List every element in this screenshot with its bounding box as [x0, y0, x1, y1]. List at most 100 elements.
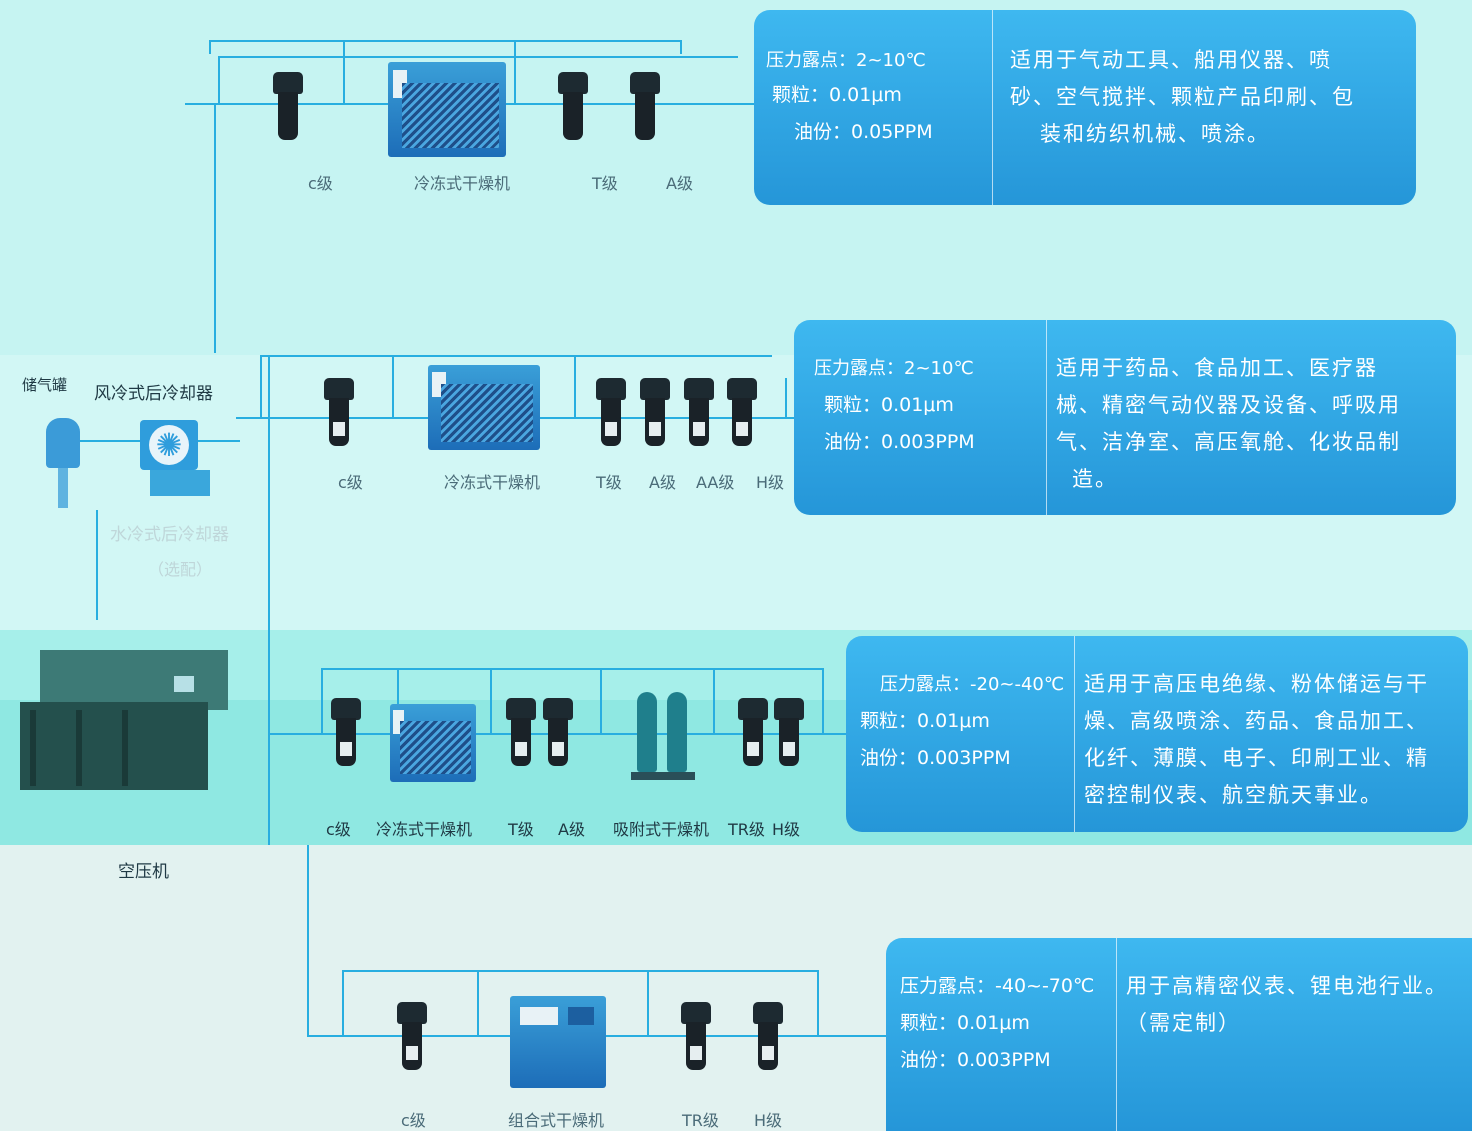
row4-combined-label: 组合式干燥机	[508, 1111, 605, 1130]
water-cooler-label: 水冷式后冷却器	[110, 525, 229, 545]
trunk-pipe-row4	[307, 845, 309, 1035]
fan-icon: ✺	[149, 425, 189, 465]
card4-description: 用于高精密仪表、锂电池行业。 （需定制）	[1126, 968, 1472, 1042]
air-tank	[46, 418, 80, 513]
row3-a-label: A级	[558, 820, 585, 839]
card1-oil: 油份：0.05PPM	[794, 121, 933, 143]
card3-desc-line2: 燥、高级喷涂、药品、食品加工、	[1084, 709, 1429, 733]
row4-tr-label: TR级	[682, 1111, 719, 1130]
card1-desc-line2: 砂、空气搅拌、颗粒产品印刷、包	[1010, 85, 1355, 109]
row4-bypass-left	[342, 970, 344, 1035]
row1-c-filter	[273, 72, 303, 144]
row3-bypass-left	[321, 668, 323, 733]
row4-bypass-right	[817, 970, 819, 1035]
row4-bypass-m2	[647, 970, 649, 1035]
row4-bypass-pipe	[342, 970, 818, 972]
row4-c-filter	[397, 1002, 427, 1074]
main-trunk-pipe	[214, 103, 216, 353]
spec-card-1: 压力露点：2~10℃ 颗粒：0.01μm 油份：0.05PPM 适用于气动工具、…	[754, 10, 1416, 205]
row1-refrigerated-dryer	[388, 62, 506, 157]
row2-bypass-pipe	[260, 355, 772, 357]
row3-bypass-m4	[713, 668, 715, 733]
row4-c-label: c级	[401, 1111, 426, 1130]
row1-bypass2-left	[218, 56, 220, 103]
row2-bypass-left	[260, 355, 262, 417]
row3-c-label: c级	[326, 820, 351, 839]
row2-c-filter	[324, 378, 354, 450]
row3-bypass-right	[822, 668, 824, 733]
row3-tr-filter	[738, 698, 768, 770]
air-tank-label: 储气罐	[22, 376, 68, 394]
row3-h-label: H级	[772, 820, 801, 839]
card3-desc-line3: 化纤、薄膜、电子、印刷工业、精	[1084, 746, 1429, 770]
card4-desc-line1: 用于高精密仪表、锂电池行业。	[1126, 974, 1448, 998]
row4-bypass-m1	[477, 970, 479, 1035]
row2-a-filter	[640, 378, 670, 450]
water-cooler-body	[150, 470, 210, 496]
row3-bypass-m2	[490, 668, 492, 733]
row1-c-label: c级	[308, 174, 333, 193]
card3-dew-point: 压力露点：-20~-40℃	[880, 674, 1065, 695]
row3-t-label: T级	[508, 820, 534, 839]
row1-bypass-pipe	[209, 40, 681, 42]
row2-t-label: T级	[596, 473, 622, 492]
card1-dew-point: 压力露点：2~10℃	[766, 50, 926, 71]
row3-c-filter	[331, 698, 361, 770]
row1-bypass2	[218, 56, 738, 58]
row3-adsorption-dryer	[631, 692, 695, 786]
row1-a-label: A级	[666, 174, 693, 193]
row2-bypass-right	[785, 378, 787, 417]
card2-dew-point: 压力露点：2~10℃	[814, 358, 974, 379]
row2-c-label: c级	[338, 473, 363, 492]
spec-card-3: 压力露点：-20~-40℃ 颗粒：0.01μm 油份：0.003PPM 适用于高…	[846, 636, 1468, 832]
row1-bypass2-mid2	[514, 42, 516, 103]
card2-particle: 颗粒：0.01μm	[824, 394, 954, 416]
card3-description: 适用于高压电绝缘、粉体储运与干 燥、高级喷涂、药品、食品加工、 化纤、薄膜、电子…	[1084, 666, 1464, 814]
row2-bypass-m2	[574, 355, 576, 417]
row1-bypass-left	[209, 40, 211, 54]
card3-particle: 颗粒：0.01μm	[860, 710, 990, 732]
card4-particle: 颗粒：0.01μm	[900, 1012, 1030, 1034]
spec-card-2: 压力露点：2~10℃ 颗粒：0.01μm 油份：0.003PPM 适用于药品、食…	[794, 320, 1456, 515]
row4-h-label: H级	[754, 1111, 783, 1130]
row3-t-filter	[506, 698, 536, 770]
card2-desc-line4: 造。	[1072, 467, 1118, 491]
row1-bypass2-mid1	[343, 42, 345, 103]
card1-desc-line3: 装和纺织机械、喷涂。	[1040, 122, 1270, 146]
row1-t-label: T级	[592, 174, 618, 193]
card3-oil: 油份：0.003PPM	[860, 747, 1011, 769]
card1-desc-line1: 适用于气动工具、船用仪器、喷	[1010, 48, 1332, 72]
row2-h-label: H级	[756, 473, 785, 492]
compressor-label: 空压机	[118, 862, 169, 882]
spec-card-4: 压力露点：-40~-70℃ 颗粒：0.01μm 油份：0.003PPM 用于高精…	[886, 938, 1472, 1131]
row2-t-filter	[596, 378, 626, 450]
row1-bypass-right	[680, 40, 682, 54]
card2-desc-line1: 适用于药品、食品加工、医疗器	[1056, 356, 1378, 380]
card2-description: 适用于药品、食品加工、医疗器 械、精密气动仪器及设备、呼吸用 气、洁净室、高压氧…	[1056, 350, 1450, 498]
air-compressor	[20, 650, 228, 790]
row3-bypass-m3	[600, 668, 602, 733]
row2-dryer-label: 冷冻式干燥机	[444, 473, 541, 492]
row2-h-filter	[727, 378, 757, 450]
row4-tr-filter	[681, 1002, 711, 1074]
row2-bypass-m1	[392, 355, 394, 417]
row3-dryer-label: 冷冻式干燥机	[376, 820, 473, 839]
card1-description: 适用于气动工具、船用仪器、喷 砂、空气搅拌、颗粒产品印刷、包 装和纺织机械、喷涂…	[1010, 42, 1410, 153]
card2-desc-line2: 械、精密气动仪器及设备、呼吸用	[1056, 393, 1401, 417]
trunk-pipe-lower	[268, 355, 270, 845]
air-cooler-label: 风冷式后冷却器	[94, 384, 213, 404]
row1-t-filter	[558, 72, 588, 144]
row2-aa-label: AA级	[696, 473, 735, 492]
card4-dew-point: 压力露点：-40~-70℃	[900, 975, 1095, 997]
row4-h-filter	[753, 1002, 783, 1074]
row3-tr-label: TR级	[728, 820, 765, 839]
row2-refrigerated-dryer	[428, 365, 540, 450]
row2-aa-filter	[684, 378, 714, 450]
row3-a-filter	[543, 698, 573, 770]
card3-desc-line4: 密控制仪表、航空航天事业。	[1084, 783, 1383, 807]
air-cooler-fan-box: ✺	[140, 420, 198, 470]
row2-a-label: A级	[649, 473, 676, 492]
card4-oil: 油份：0.003PPM	[900, 1049, 1051, 1071]
compressor-control-panel	[174, 676, 194, 692]
row1-dryer-label: 冷冻式干燥机	[414, 174, 511, 193]
